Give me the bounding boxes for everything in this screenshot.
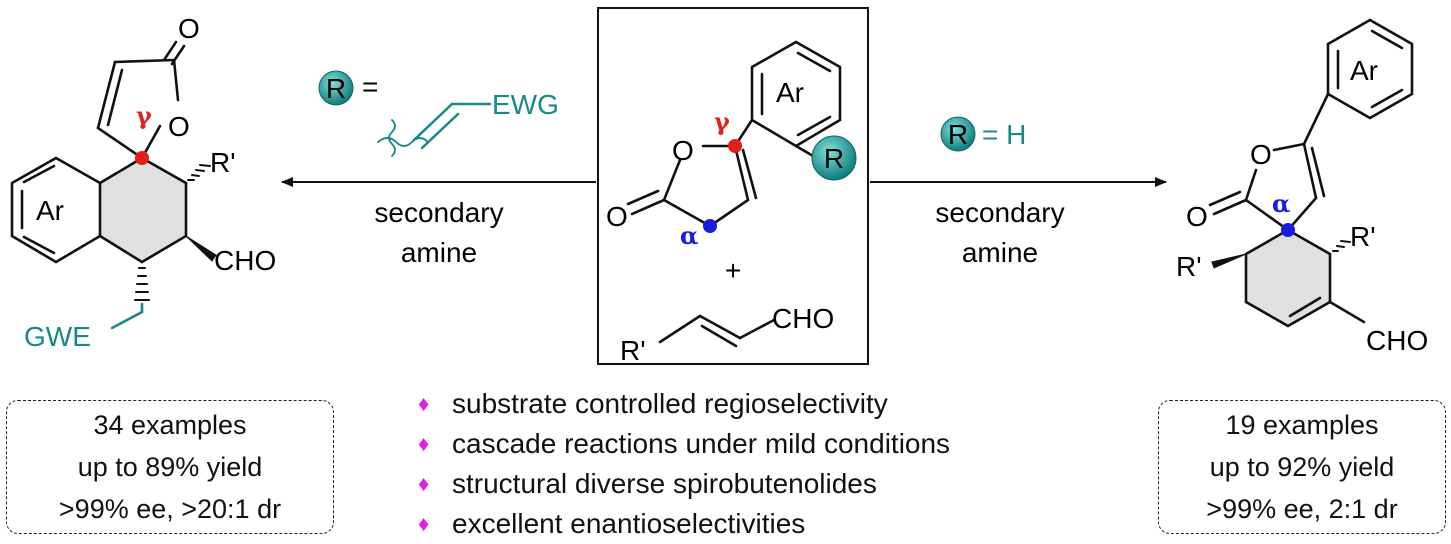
left-arrow-line2: amine: [401, 237, 477, 268]
right-r-ball-label: R: [948, 119, 968, 150]
right-carbonyl-o: O: [1186, 201, 1208, 232]
left-shaded-ring: [100, 158, 186, 262]
center-cho: CHO: [772, 303, 834, 334]
right-r-prime-right: R': [1350, 221, 1376, 252]
right-alpha: α: [1272, 189, 1290, 218]
center-structure: [626, 40, 842, 348]
center-carbonyl-o: O: [606, 201, 628, 232]
left-carbonyl-o: O: [178, 13, 200, 44]
feature-list: ♦ substrate controlled regioselectivity ♦…: [418, 384, 950, 544]
right-ar-label: Ar: [1350, 55, 1378, 86]
feature-item: ♦ structural diverse spirobutenolides: [418, 464, 950, 504]
left-ar-label: Ar: [36, 195, 64, 226]
right-r-ball: [940, 116, 976, 152]
center-r-label: R: [824, 143, 844, 174]
center-r-ball: [811, 135, 857, 181]
left-arrow-line1: secondary: [374, 197, 503, 228]
feature-item: ♦ excellent enantioselectivities: [418, 504, 950, 544]
ewg-vinyl-substituent: [377, 102, 492, 157]
left-gamma-label: γ: [136, 101, 152, 130]
feature-item: ♦ substrate controlled regioselectivity: [418, 384, 950, 424]
center-ar-label: Ar: [776, 77, 804, 108]
diamond-bullet-icon: ♦: [418, 511, 430, 536]
diamond-bullet-icon: ♦: [418, 431, 430, 456]
feature-item: ♦ cascade reactions under mild conditions: [418, 424, 950, 464]
right-arrow-line2: amine: [962, 237, 1038, 268]
right-product-structure: [1208, 18, 1414, 328]
right-summary-selectivity: >99% ee, 2:1 dr: [1206, 494, 1398, 524]
left-summary-examples: 34 examples: [93, 410, 247, 440]
center-r-prime: R': [620, 335, 646, 366]
right-arrow-line1: secondary: [935, 197, 1064, 228]
center-gamma: γ: [714, 107, 730, 136]
feature-text: excellent enantioselectivities: [452, 508, 806, 539]
center-alpha: α: [680, 221, 698, 250]
diamond-bullet-icon: ♦: [418, 391, 430, 416]
left-r-prime: R': [210, 147, 236, 178]
left-gwe: GWE: [24, 321, 91, 352]
left-equals: =: [362, 71, 378, 102]
right-r-prime-left: R': [1176, 251, 1202, 282]
feature-text: substrate controlled regioselectivity: [452, 388, 888, 419]
left-ewg: EWG: [492, 89, 559, 120]
right-equals-h: = H: [982, 119, 1026, 150]
left-summary-box: 34 examples up to 89% yield >99% ee, >20…: [6, 400, 334, 534]
feature-text: structural diverse spirobutenolides: [452, 468, 877, 499]
right-ring-o: O: [1250, 139, 1272, 170]
diamond-bullet-icon: ♦: [418, 471, 430, 496]
left-cho: CHO: [214, 245, 276, 276]
left-summary-selectivity: >99% ee, >20:1 dr: [58, 494, 282, 524]
left-r-ball: [318, 70, 354, 106]
right-cho: CHO: [1366, 325, 1428, 356]
left-summary-yield: up to 89% yield: [77, 452, 263, 482]
right-summary-box: 19 examples up to 92% yield >99% ee, 2:1…: [1158, 400, 1446, 534]
left-gamma-dot: [135, 151, 149, 165]
left-ring-o: O: [168, 111, 190, 142]
left-r-ball-label: R: [326, 73, 346, 104]
feature-text: cascade reactions under mild conditions: [452, 428, 951, 459]
right-summary-examples: 19 examples: [1225, 410, 1379, 440]
center-plus: +: [725, 255, 741, 286]
left-product-structure: [10, 40, 217, 330]
center-ring-o: O: [672, 135, 694, 166]
right-summary-yield: up to 92% yield: [1209, 452, 1395, 482]
starting-materials-box: [597, 7, 869, 365]
